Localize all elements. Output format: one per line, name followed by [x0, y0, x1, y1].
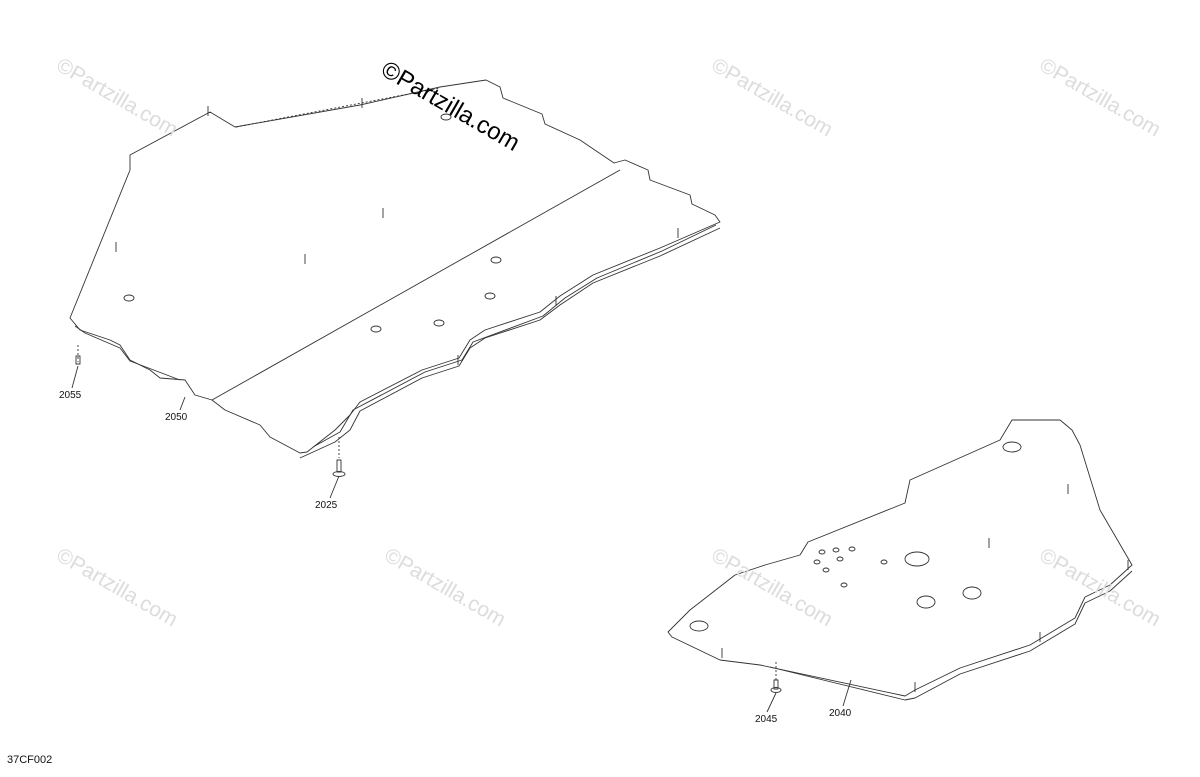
callout-2025[interactable]: 2025	[315, 500, 338, 511]
callout-leaders	[71, 365, 852, 713]
panel-studs	[115, 98, 679, 365]
callout-2045[interactable]: 2045	[755, 714, 778, 725]
figure-code: 37CF002	[7, 754, 53, 766]
fastener-2045[interactable]	[770, 662, 782, 693]
skid-plate-holes	[689, 441, 1022, 632]
bolt-2055[interactable]	[75, 345, 81, 365]
floor-panel-2050[interactable]	[69, 79, 721, 459]
callout-2040[interactable]: 2040	[829, 708, 852, 719]
fastener-2025[interactable]	[332, 437, 346, 477]
skid-plate-2040[interactable]	[667, 419, 1133, 701]
panel-mounting-holes	[123, 113, 502, 333]
callout-2050[interactable]: 2050	[165, 412, 188, 423]
callout-2055[interactable]: 2055	[59, 390, 82, 401]
skid-plate-studs	[721, 484, 1129, 692]
